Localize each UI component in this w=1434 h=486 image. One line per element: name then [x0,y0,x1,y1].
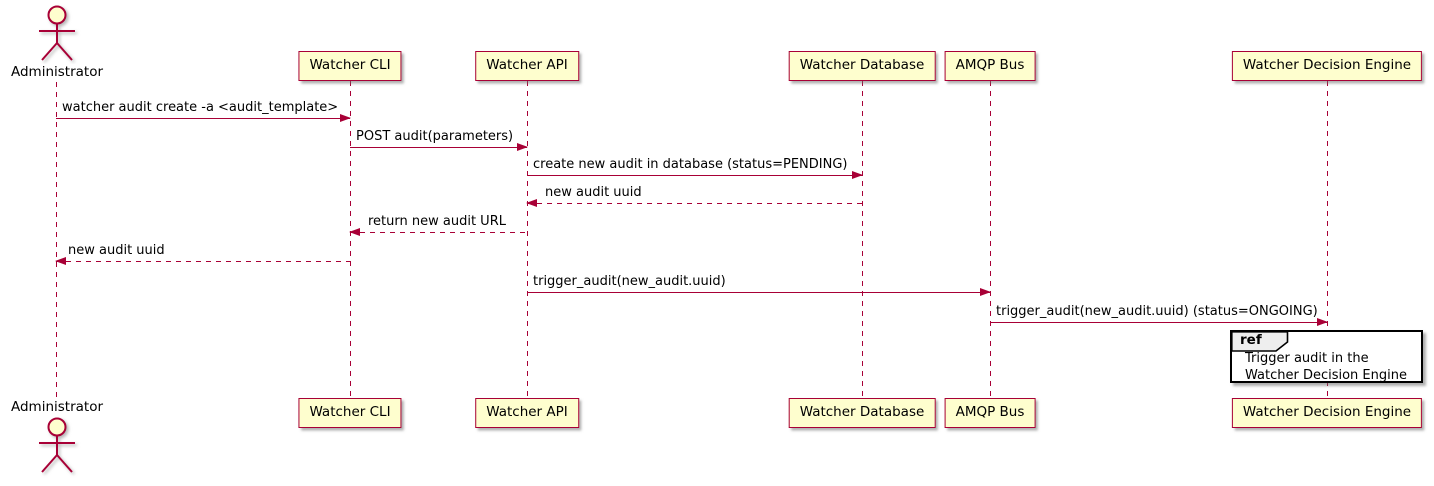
participant-watcher-database-bottom: Watcher Database [788,398,936,428]
lifeline-watcher-api [527,81,528,398]
lifeline-administrator [56,82,57,398]
ref-tab: ref [1231,331,1289,356]
participant-watcher-cli-top: Watcher CLI [298,51,402,81]
ref-text: Trigger audit in the Watcher Decision En… [1245,351,1407,384]
actor-icon-bottom [39,417,75,473]
actor-label: Administrator [8,64,106,80]
arrowhead-left-icon [526,199,537,207]
arrowhead-right-icon [517,143,528,151]
message-line [350,147,527,148]
participant-amqp-bus-bottom: AMQP Bus [944,398,1036,428]
message-line [350,232,527,233]
lifeline-watcher-database [862,81,863,398]
message-line [527,175,862,176]
ref-tab-shape-icon [1231,331,1289,352]
participant-watcher-decision-engine-bottom: Watcher Decision Engine [1231,398,1423,428]
lifeline-watcher-cli [350,81,351,398]
arrowhead-left-icon [55,257,66,265]
ref-keyword: ref [1240,332,1262,348]
ref-fragment: ref Trigger audit in the Watcher Decisio… [1230,330,1423,383]
arrowhead-right-icon [852,171,863,179]
participant-watcher-decision-engine-top: Watcher Decision Engine [1231,51,1423,81]
message-label: return new audit URL [368,214,506,229]
message-line [527,203,862,204]
message-line [527,292,990,293]
message-label: create new audit in database (status=PEN… [533,157,848,172]
message-line [990,322,1327,323]
ref-text-line2: Watcher Decision Engine [1245,367,1407,383]
message-label: trigger_audit(new_audit.uuid) (status=ON… [996,304,1318,319]
actor-label-bottom: Administrator [8,399,106,415]
message-label: new audit uuid [545,185,642,200]
message-label: watcher audit create -a <audit_template> [62,100,339,115]
participant-watcher-database-top: Watcher Database [788,51,936,81]
arrowhead-right-icon [980,288,991,296]
participant-watcher-cli-bottom: Watcher CLI [298,398,402,428]
message-line [56,261,350,262]
ref-text-line1: Trigger audit in the [1245,351,1369,366]
message-line [56,118,350,119]
arrowhead-right-icon [340,114,351,122]
participant-watcher-api-top: Watcher API [475,51,579,81]
lifeline-watcher-decision-engine [1327,81,1328,398]
message-label: trigger_audit(new_audit.uuid) [533,274,726,289]
participant-watcher-api-bottom: Watcher API [475,398,579,428]
arrowhead-right-icon [1317,318,1328,326]
message-label: new audit uuid [68,243,165,258]
lifeline-amqp-bus [990,81,991,398]
participant-amqp-bus-top: AMQP Bus [944,51,1036,81]
actor-icon [39,5,75,61]
arrowhead-left-icon [349,228,360,236]
message-label: POST audit(parameters) [356,129,514,144]
